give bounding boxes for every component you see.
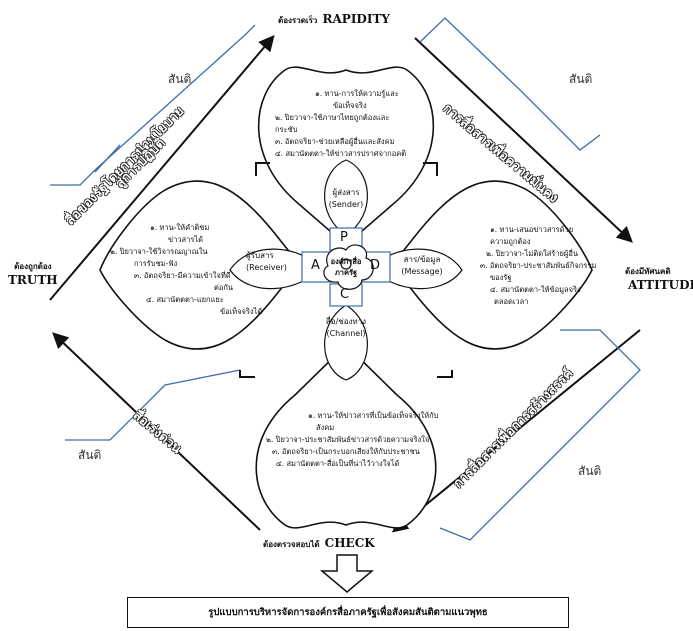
corner-bottom-en: CHECK: [324, 536, 375, 550]
petal-right-text: ๑. ทาน-เสนอข่าวสารด้วย ความถูกต้อง ๒. ปิ…: [480, 224, 596, 308]
arrow-bottom-left: [52, 332, 261, 531]
corner-left-label: ต้องถูกต้อง TRUTH: [8, 260, 58, 287]
petal-left-line: ข้อเท็จจริงได้: [220, 307, 263, 316]
petal-bottom-line: ๑. ทาน-ให้ข่าวสารที่เป็นข้อเท็จจริงให้กั…: [308, 411, 439, 420]
santi-label-top-left: สันติ: [168, 72, 192, 86]
channel-thai: สื่อ/ช่องทาง: [325, 317, 367, 326]
petal-left-line: ๒. ปิยวาจา-ใช้วิจารณญาณใน: [110, 247, 208, 256]
corner-bottom-label: ต้องตรวจสอบได้ CHECK: [263, 532, 375, 551]
petal-bottom-line: ๔. สมานัตตตา-สื่อเป็นที่น่าไว้วางใจได้: [276, 459, 400, 468]
petal-bottom-line: ๒. ปิยวาจา-ประชาสัมพันธ์ข่าวสารด้วยความจ…: [266, 435, 430, 444]
corner-bottom-thai: ต้องตรวจสอบได้: [263, 540, 320, 549]
caption-text: รูปแบบการบริหารจัดการองค์กรสื่อภาครัฐเพื…: [208, 607, 488, 618]
letter-c: C: [340, 287, 350, 302]
santi-label-top-right: สันติ: [569, 72, 593, 86]
corner-left-en: TRUTH: [8, 273, 58, 287]
petal-left-line: ๔. สมานัตตตา-แยกแยะ: [146, 295, 224, 304]
arrow-top-left: [49, 34, 275, 301]
sender-en: (Sender): [328, 200, 364, 209]
petal-top-line: ๑. ทาน-การให้ความรู้และ: [315, 89, 399, 98]
petal-right-line: ๑. ทาน-เสนอข่าวสารด้วย: [490, 225, 574, 234]
outer-arrows: [49, 34, 641, 533]
receiver-en: (Receiver): [246, 263, 287, 272]
receiver-thai: ผู้รับสาร: [246, 251, 274, 260]
core-label: องค์กรสื่อ ภาครัฐ: [320, 256, 372, 278]
petal-top-line: ๓. อัตถจริยา-ช่วยเหลือผู้อื่นและสังคม: [275, 137, 395, 146]
petal-right-line: ๔. สมานัตตตา-ให้ข้อมูลจริง: [490, 285, 581, 294]
letter-d: D: [370, 258, 381, 273]
sender-label: ผู้ส่งสาร (Sender): [318, 187, 374, 211]
corner-right-en: ATTITUDE: [628, 278, 693, 292]
petal-right-line: ๒. ปิยวาจา-ไม่ติดใส่ร้ายผู้อื่น: [486, 249, 578, 258]
petal-top-line: ๔. สมานัตตตา-ให้ข่าวสารปราศจากอคติ: [275, 149, 407, 158]
channel-en: (Channel): [326, 329, 366, 338]
message-label: สาร/ข้อมูล (Message): [392, 254, 452, 278]
petal-left-line: ข่าวสารได้: [168, 235, 204, 244]
petal-bottom-text: ๑. ทาน-ให้ข่าวสารที่เป็นข้อเท็จจริงให้กั…: [258, 410, 438, 470]
corner-top-label: ต้องรวดเร็ว RAPIDITY: [278, 8, 390, 27]
petal-right-line: ของรัฐ: [490, 273, 512, 282]
petal-top-line: ข้อเท็จจริง: [333, 101, 367, 110]
corner-top-thai: ต้องรวดเร็ว: [278, 16, 318, 25]
corner-right-thai: ต้องมีทัศนคติ: [625, 267, 671, 276]
letter-a: A: [311, 258, 320, 273]
message-thai: สาร/ข้อมูล: [403, 255, 441, 264]
caption-box: รูปแบบการบริหารจัดการองค์กรสื่อภาครัฐเพื…: [127, 597, 569, 628]
sender-thai: ผู้ส่งสาร: [332, 188, 360, 197]
petal-top-line: กระชับ: [275, 125, 298, 134]
petal-bottom-line: ๓. อัตถจริยา-เป็นกระบอกเสียงให้กับประชาช…: [272, 447, 420, 456]
petal-left-line: ๓. อัตถจริยา-มีความเข้าใจที่ดี: [134, 271, 231, 280]
receiver-label: ผู้รับสาร (Receiver): [246, 250, 304, 274]
petal-left-text: ๑. ทาน-ให้คำติชม ข่าวสารได้ ๒. ปิยวาจา-ใ…: [110, 222, 262, 318]
santi-label-bottom-right: สันติ: [578, 464, 602, 478]
message-en: (Message): [401, 267, 443, 276]
core-line-1: องค์กรสื่อ: [330, 257, 362, 266]
petal-right-line: ๓. อัตถจริยา-ประชาสัมพันธ์กิจกรรม: [480, 261, 597, 270]
petal-top-text: ๑. ทาน-การให้ความรู้และ ข้อเท็จจริง ๒. ป…: [275, 88, 406, 160]
arrow-bottom-right: [391, 329, 641, 533]
core-line-2: ภาครัฐ: [334, 268, 358, 277]
petal-left-line: การรับชม-ฟัง: [134, 259, 178, 268]
letter-p: P: [340, 230, 348, 245]
petal-right-line: ความถูกต้อง: [490, 237, 531, 246]
petal-bottom-line: สังคม: [316, 423, 335, 432]
petal-left-line: ต่อกัน: [214, 283, 234, 292]
corner-top-en: RAPIDITY: [322, 12, 390, 26]
corner-right-label: ต้องมีทัศนคติ ATTITUDE: [625, 265, 693, 292]
channel-label: สื่อ/ช่องทาง (Channel): [316, 316, 376, 340]
petal-left-line: ๑. ทาน-ให้คำติชม: [150, 223, 210, 232]
down-arrow: [319, 554, 375, 593]
arrow-top-right: [414, 37, 633, 243]
santi-label-bottom-left: สันติ: [78, 448, 102, 462]
corner-left-thai: ต้องถูกต้อง: [14, 262, 52, 271]
santi-brackets: [50, 17, 641, 541]
petal-right-line: ตลอดเวลา: [494, 297, 529, 306]
petal-top-line: ๒. ปิยวาจา-ใช้ภาษาไทยถูกต้องและ: [275, 113, 390, 122]
